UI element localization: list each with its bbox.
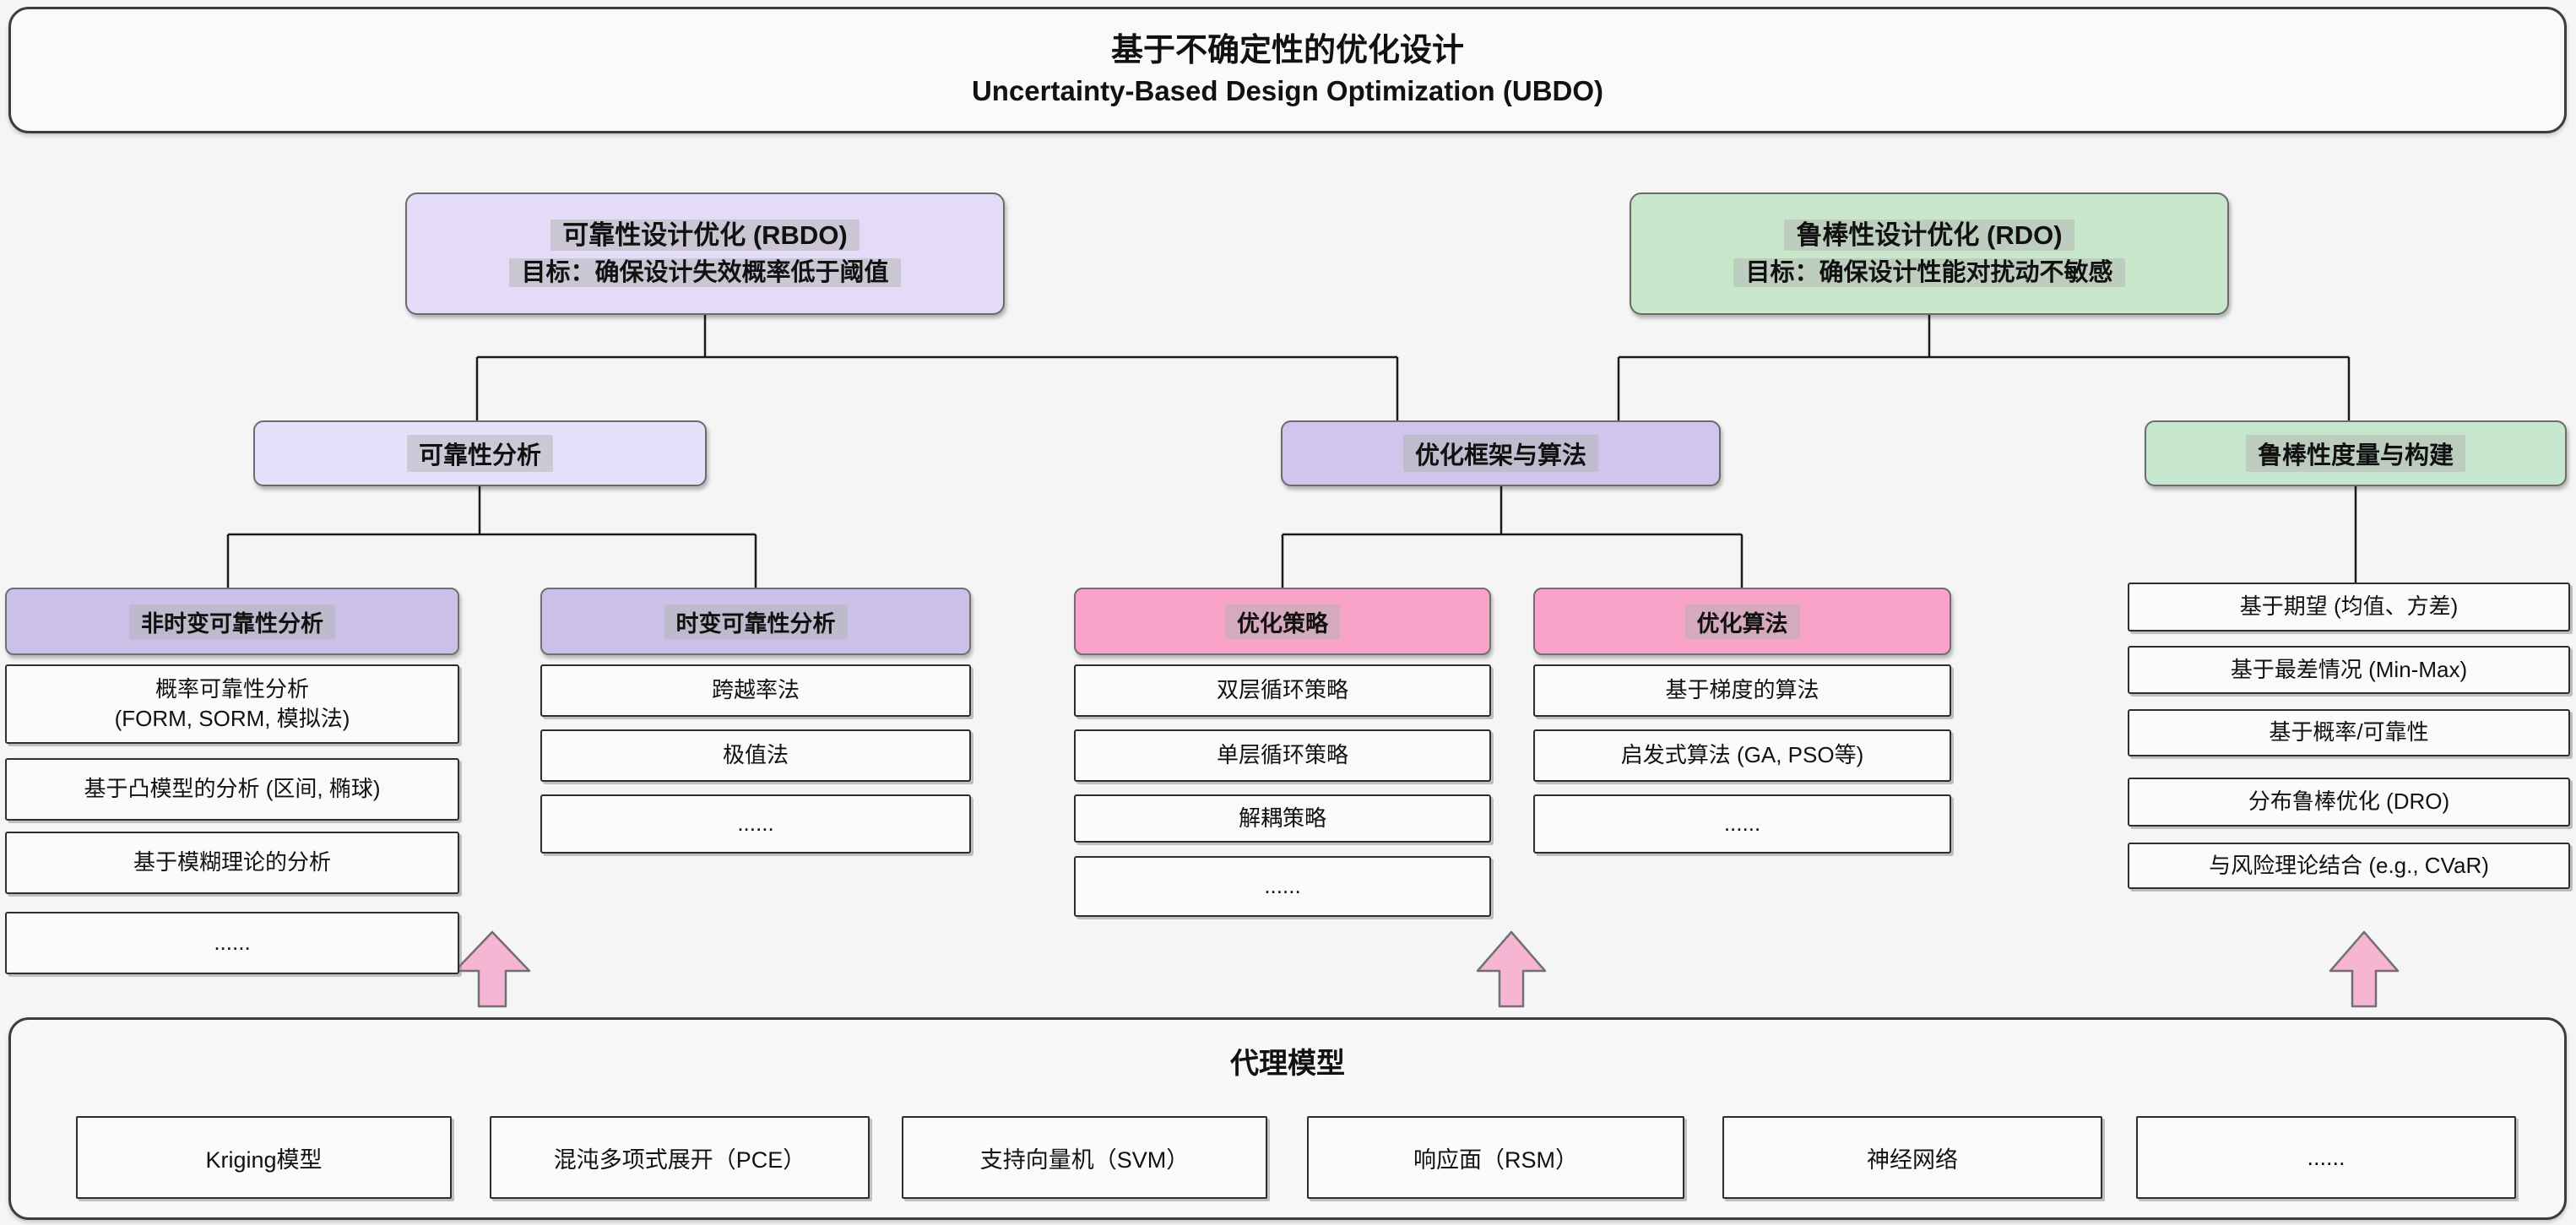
branch-rdo: 鲁棒性设计优化 (RDO) 目标：确保设计性能对扰动不敏感 [1630, 192, 2229, 315]
surrogate-item: 支持向量机（SVM） [902, 1116, 1267, 1199]
list-item: ...... [540, 794, 971, 854]
surrogate-item: 混沌多项式展开（PCE） [490, 1116, 870, 1199]
group-optimization-framework: 优化框架与算法 [1281, 420, 1721, 486]
list-item: 启发式算法 (GA, PSO等) [1533, 729, 1951, 782]
list-item: 基于梯度的算法 [1533, 664, 1951, 717]
list-item: 与风险理论结合 (e.g., CVaR) [2128, 843, 2570, 889]
list-item: 基于模糊理论的分析 [5, 832, 459, 894]
list-item: ...... [1074, 856, 1491, 917]
column-header-label: 优化策略 [1225, 604, 1340, 639]
column-header-static-reliability: 非时变可靠性分析 [5, 588, 459, 655]
list-item: 跨越率法 [540, 664, 971, 717]
surrogate-item: 响应面（RSM） [1307, 1116, 1684, 1199]
rdo-goal: 目标：确保设计性能对扰动不敏感 [1733, 257, 2125, 287]
list-item: 基于最差情况 (Min-Max) [2128, 646, 2570, 694]
group-label: 可靠性分析 [406, 435, 553, 472]
surrogate-item: 神经网络 [1722, 1116, 2102, 1199]
list-item: 基于凸模型的分析 (区间, 椭球) [5, 758, 459, 821]
list-item: 双层循环策略 [1074, 664, 1491, 717]
list-item: 单层循环策略 [1074, 729, 1491, 782]
list-item: 基于期望 (均值、方差) [2128, 583, 2570, 631]
group-label: 鲁棒性度量与构建 [2245, 435, 2465, 472]
group-reliability-analysis: 可靠性分析 [253, 420, 707, 486]
surrogate-item: ...... [2136, 1116, 2516, 1199]
list-item: 极值法 [540, 729, 971, 782]
rbdo-goal: 目标：确保设计失效概率低于阈值 [509, 257, 901, 287]
root-title-zh: 基于不确定性的优化设计 [1110, 33, 1464, 69]
list-item: 基于概率/可靠性 [2128, 709, 2570, 756]
list-item: 解耦策略 [1074, 794, 1491, 843]
list-item: ...... [5, 912, 459, 974]
column-header-optimization-strategy: 优化策略 [1074, 588, 1491, 655]
up-arrow-icon [2329, 930, 2400, 1008]
column-header-label: 时变可靠性分析 [664, 604, 848, 639]
list-item: ...... [1533, 794, 1951, 854]
group-label: 优化框架与算法 [1402, 435, 1598, 472]
root-title-en: Uncertainty-Based Design Optimization (U… [971, 75, 1604, 107]
root-title-banner: 基于不确定性的优化设计 Uncertainty-Based Design Opt… [8, 7, 2567, 133]
branch-rbdo: 可靠性设计优化 (RBDO) 目标：确保设计失效概率低于阈值 [405, 192, 1005, 315]
list-item: 概率可靠性分析 (FORM, SORM, 模拟法) [5, 664, 459, 744]
column-header-label: 非时变可靠性分析 [129, 604, 335, 639]
surrogate-item: Kriging模型 [76, 1116, 452, 1199]
rdo-title: 鲁棒性设计优化 (RDO) [1784, 220, 2074, 251]
up-arrow-icon [453, 930, 531, 1008]
group-robustness-measure: 鲁棒性度量与构建 [2145, 420, 2567, 486]
list-item: 分布鲁棒优化 (DRO) [2128, 778, 2570, 827]
column-header-optimization-algorithm: 优化算法 [1533, 588, 1951, 655]
up-arrow-icon [1476, 930, 1547, 1008]
rbdo-title: 可靠性设计优化 (RBDO) [550, 220, 860, 251]
column-header-time-variant-reliability: 时变可靠性分析 [540, 588, 971, 655]
surrogate-title: 代理模型 [1230, 1048, 1345, 1080]
column-header-label: 优化算法 [1684, 604, 1800, 639]
